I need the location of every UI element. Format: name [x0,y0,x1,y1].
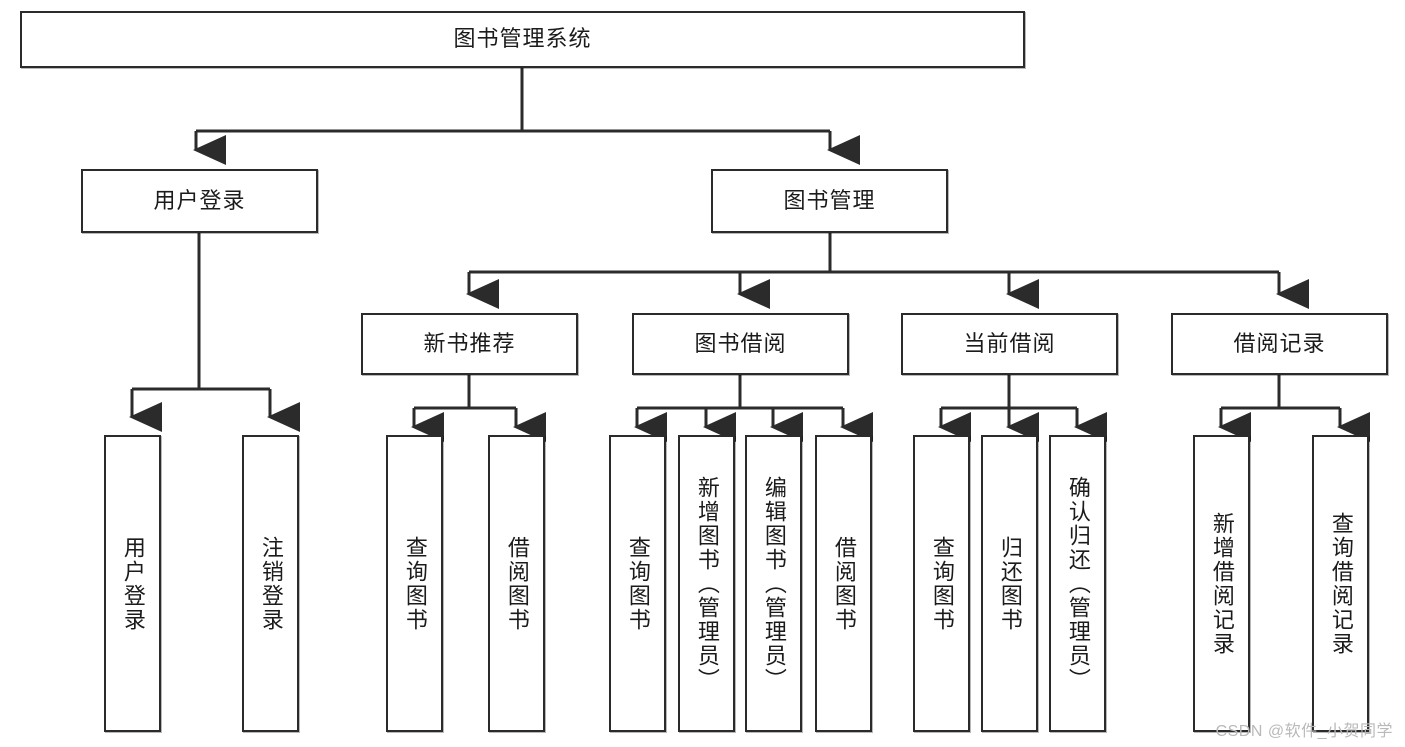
node-label: 借阅图书 [831,535,857,632]
node-label: 用户登录 [120,535,146,632]
node-leaf-borrow-book[interactable]: 借阅图书 [815,435,872,732]
node-label: 图书管理 [783,187,876,213]
node-leaf-edit-book[interactable]: 编辑图书（管理员） [745,435,802,732]
node-label: 图书管理系统 [453,26,592,52]
node-current-borrow[interactable]: 当前借阅 [901,313,1118,375]
watermark-text: CSDN @软件_小贺同学 [1215,723,1393,740]
node-user-login[interactable]: 用户登录 [81,169,318,233]
node-label: 编辑图书（管理员） [761,475,787,692]
node-label: 当前借阅 [963,330,1056,356]
node-label: 用户登录 [153,187,246,213]
node-label: 确认归还（管理员） [1065,475,1091,692]
node-leaf-return-book[interactable]: 归还图书 [981,435,1038,732]
node-label: 查询图书 [625,535,651,632]
node-book-management[interactable]: 图书管理 [711,169,948,233]
node-leaf-add-book[interactable]: 新增图书（管理员） [678,435,735,732]
node-leaf-query-book-current[interactable]: 查询图书 [913,435,970,732]
node-leaf-add-borrow-record[interactable]: 新增借阅记录 [1193,435,1250,732]
node-label: 归还图书 [997,535,1023,632]
node-leaf-query-book-recommend[interactable]: 查询图书 [386,435,443,732]
node-leaf-borrow-book-recommend[interactable]: 借阅图书 [488,435,545,732]
node-borrow-record[interactable]: 借阅记录 [1171,313,1388,375]
node-label: 新增图书（管理员） [694,475,720,692]
node-label: 图书借阅 [694,330,787,356]
node-leaf-query-borrow-record[interactable]: 查询借阅记录 [1312,435,1369,732]
node-leaf-user-logout[interactable]: 注销登录 [242,435,299,732]
node-label: 新书推荐 [423,330,516,356]
node-label: 查询借阅记录 [1328,511,1354,656]
node-label: 查询图书 [402,535,428,632]
node-leaf-query-book-borrow[interactable]: 查询图书 [609,435,666,732]
node-new-book-recommend[interactable]: 新书推荐 [361,313,578,375]
node-label: 新增借阅记录 [1209,511,1235,656]
node-leaf-confirm-return[interactable]: 确认归还（管理员） [1049,435,1106,732]
node-label: 查询图书 [929,535,955,632]
node-label: 注销登录 [258,535,284,632]
node-label: 借阅记录 [1233,330,1326,356]
node-root-book-management-system[interactable]: 图书管理系统 [20,11,1025,68]
node-book-borrow[interactable]: 图书借阅 [632,313,849,375]
node-label: 借阅图书 [504,535,530,632]
node-leaf-user-login[interactable]: 用户登录 [104,435,161,732]
